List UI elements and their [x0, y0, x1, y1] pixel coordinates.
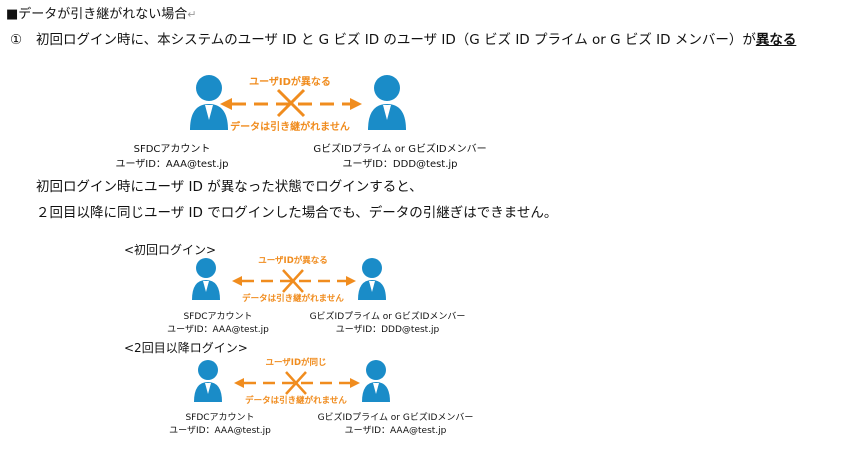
- paragraph-line-1: 初回ログイン時にユーザ ID が異なった状態でログインすると、: [36, 179, 423, 195]
- diagram-bottom-label: データは引き継がれません: [242, 293, 344, 304]
- section-heading: ■データが引き継がれない場合↵: [6, 7, 197, 22]
- double-arrow-icon: [232, 276, 356, 286]
- diagram-second-login: ユーザIDが同じ データは引き継がれません: [194, 357, 390, 406]
- double-arrow-icon: [220, 98, 362, 110]
- left-account-caption: SFDCアカウント ユーザID：AAA@test.jp: [169, 413, 271, 436]
- diagram-bottom-label: データは引き継がれません: [230, 120, 350, 133]
- diagram-bottom-label: データは引き継がれません: [245, 395, 347, 406]
- left-person-icon: [190, 75, 228, 130]
- diagram-top-label: ユーザIDが異なる: [249, 75, 331, 88]
- first-login-label: <初回ログイン>: [124, 243, 217, 257]
- item-number: ①: [10, 32, 23, 48]
- item-text: 初回ログイン時に、本システムのユーザ ID と G ビズ ID のユーザ ID（…: [36, 32, 756, 48]
- cross-icon: [282, 269, 304, 293]
- cross-icon: [276, 88, 306, 118]
- right-person-icon: [362, 360, 390, 402]
- left-account-caption: SFDCアカウント ユーザID：AAA@test.jp: [167, 312, 269, 335]
- item-emphasis: 異なる: [755, 32, 797, 48]
- left-person-icon: [194, 360, 222, 402]
- right-account-caption: GビズIDプライム or GビズIDメンバー ユーザID：DDD@test.jp: [313, 144, 487, 170]
- right-person-icon: [368, 75, 406, 130]
- right-person-icon: [358, 258, 386, 300]
- item-one: ① 初回ログイン時に、本システムのユーザ ID と G ビズ ID のユーザ ID…: [10, 28, 796, 48]
- diagram-top-label: ユーザIDが同じ: [265, 357, 326, 368]
- diagram-first-login: ユーザIDが異なる データは引き継がれません: [192, 255, 386, 304]
- left-account-caption: SFDCアカウント ユーザID：AAA@test.jp: [115, 144, 229, 170]
- diagram-top-label: ユーザIDが異なる: [258, 255, 328, 266]
- right-account-caption: GビズIDプライム or GビズIDメンバー ユーザID：AAA@test.jp: [317, 413, 474, 436]
- return-mark: ↵: [187, 8, 197, 21]
- cross-icon: [285, 371, 307, 395]
- paragraph-line-2: ２回目以降に同じユーザ ID でログインした場合でも、データの引継ぎはできません…: [36, 205, 558, 221]
- diagram-main: ユーザIDが異なる データは引き継がれません: [190, 75, 406, 133]
- left-person-icon: [192, 258, 220, 300]
- double-arrow-icon: [234, 378, 360, 388]
- right-account-caption: GビズIDプライム or GビズIDメンバー ユーザID：DDD@test.jp: [309, 312, 466, 335]
- second-login-label: <2回目以降ログイン>: [124, 341, 248, 355]
